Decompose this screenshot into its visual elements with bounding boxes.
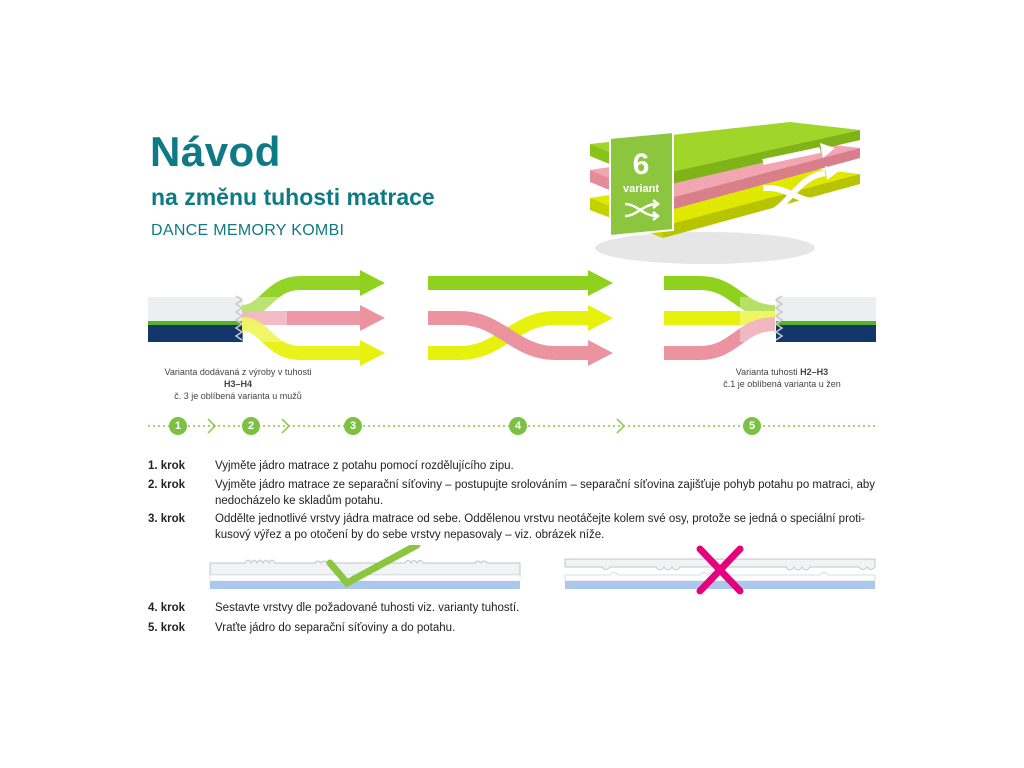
mattress-cross-section-right [774,295,876,342]
chevron-right-icon [207,418,217,434]
arrow-right-icon [588,305,613,331]
steps-timeline [148,418,875,434]
instruction-label: 3. krok [148,513,186,525]
page-title: Návod [150,128,281,175]
step-marker-5: 5 [743,417,761,435]
arrow-right-icon [588,270,613,296]
arrow-right-icon [588,340,613,366]
step-marker-1: 1 [169,417,187,435]
caption-soft-variant: Varianta tuhosti H2–H3 č.1 je oblíbená v… [723,367,841,389]
shadow [595,232,815,264]
product-name: DANCE MEMORY KOMBI [151,222,345,239]
instruction-text: Vraťte jádro do separační síťoviny a do … [215,622,456,634]
instruction-text: Vyjměte jádro matrace z potahu pomocí ro… [215,460,514,472]
correct-orientation-illustration [209,545,521,589]
instruction-text: Vyjměte jádro matrace ze separační síťov… [215,479,876,507]
badge-number: 6 [633,148,650,181]
step-marker-2: 2 [242,417,260,435]
badge-label: variant [623,183,659,195]
six-variants-badge: 6 variant [609,130,674,238]
instruction-text: Sestavte vrstvy dle požadované tuhosti v… [215,602,520,614]
cross-icon [696,545,744,595]
step-marker-4: 4 [509,417,527,435]
instruction-text: Oddělte jednotlivé vrstvy jádra matrace … [215,513,865,541]
arrow-right-icon [360,340,385,366]
checkmark-icon [326,545,421,588]
instruction-label: 1. krok [148,460,186,472]
shuffle-icon [624,199,661,221]
layer-rearrangement-diagram [148,270,876,366]
step-marker-3: 3 [344,417,362,435]
arrow-right-icon [360,305,385,331]
arrow-right-icon [360,270,385,296]
page-subtitle: na změnu tuhosti matrace [151,184,435,210]
instruction-label: 5. krok [148,622,186,634]
caption-factory-variant: Varianta dodávaná z výroby v tuhosti H3–… [164,367,312,401]
mattress-layers-illustration: 6 variant [590,122,860,264]
instruction-label: 2. krok [148,479,186,491]
instruction-label: 4. krok [148,602,186,614]
wrong-orientation-illustration [564,545,876,595]
chevron-right-icon [616,418,626,434]
chevron-right-icon [281,418,291,434]
mattress-cross-section-left [148,295,244,342]
